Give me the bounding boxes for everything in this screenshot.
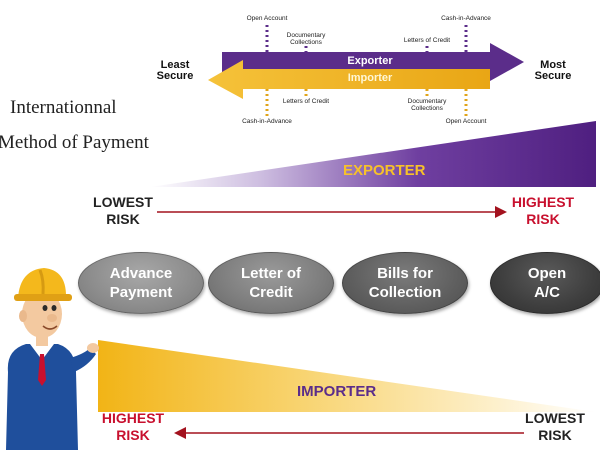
importer-open-account-label: Open Account [445, 118, 487, 125]
importer-arrow-label: Importer [347, 72, 393, 84]
method-advance-payment: Advance Payment [78, 252, 204, 314]
importer-documentary-collections-label: Documentary Collections [407, 98, 447, 112]
exporter-band [150, 121, 596, 187]
method-letter-of-credit: Letter of Credit [208, 252, 334, 314]
most-secure-label: Most Secure [534, 59, 572, 82]
importer-letters-of-credit-label: Letters of Credit [282, 98, 330, 105]
method-letter-of-credit-label: Letter of Credit [241, 265, 301, 301]
method-advance-payment-label: Advance Payment [109, 265, 173, 301]
method-bills-for-collection: Bills for Collection [342, 252, 468, 314]
importer-band [98, 340, 596, 412]
exporter-band-label: EXPORTER [343, 162, 426, 179]
person-in-hard-hat-icon [6, 268, 99, 450]
exporter-open-account-label: Open Account [246, 15, 288, 22]
security-spectrum [208, 25, 524, 116]
importer-band-label: IMPORTER [297, 383, 377, 400]
importer-highest-risk-label: HIGHEST RISK [101, 410, 165, 443]
importer-cash-in-advance-label: Cash-in-Advance [242, 118, 292, 125]
method-open-account-label: Open A/C [527, 265, 567, 301]
importer-arrow [208, 60, 490, 99]
exporter-arrow-label: Exporter [347, 55, 393, 67]
title-line-2: Method of Payment [0, 132, 149, 153]
exporter-lowest-risk-label: LOWEST RISK [93, 194, 153, 227]
exporter-cash-in-advance-label: Cash-in-Advance [441, 15, 491, 22]
method-bills-for-collection-label: Bills for Collection [368, 265, 442, 301]
exporter-risk-arrow [157, 206, 507, 218]
exporter-documentary-collections-label: Documentary Collections [286, 32, 326, 46]
exporter-highest-risk-label: HIGHEST RISK [511, 194, 575, 227]
method-open-account: Open A/C [490, 252, 600, 314]
title-line-1: Internationnal [10, 97, 117, 118]
importer-risk-arrow [174, 427, 524, 439]
exporter-letters-of-credit-label: Letters of Credit [403, 37, 451, 44]
importer-lowest-risk-label: LOWEST RISK [525, 410, 585, 443]
least-secure-label: Least Secure [156, 59, 194, 82]
